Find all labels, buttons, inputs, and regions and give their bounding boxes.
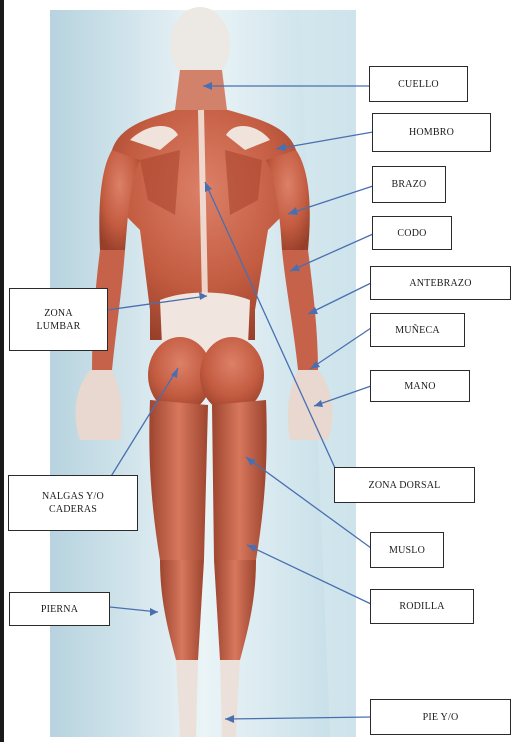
label-antebrazo: ANTEBRAZO bbox=[370, 266, 511, 300]
label-nalgas-caderas: NALGAS Y/O CADERAS bbox=[8, 475, 138, 531]
label-pie: PIE Y/O bbox=[370, 699, 511, 735]
label-muneca: MUÑECA bbox=[370, 313, 465, 347]
label-brazo: BRAZO bbox=[372, 166, 446, 203]
label-zona-dorsal: ZONA DORSAL bbox=[334, 467, 475, 503]
right-thigh bbox=[212, 400, 267, 560]
label-hombro: HOMBRO bbox=[372, 113, 491, 152]
label-codo: CODO bbox=[372, 216, 452, 250]
spine bbox=[201, 110, 205, 300]
label-pierna: PIERNA bbox=[9, 592, 110, 626]
label-cuello: CUELLO bbox=[369, 66, 468, 102]
left-thigh bbox=[149, 400, 208, 560]
label-mano: MANO bbox=[370, 370, 470, 402]
label-muslo: MUSLO bbox=[370, 532, 444, 568]
label-rodilla: RODILLA bbox=[370, 589, 474, 624]
label-zona-lumbar: ZONA LUMBAR bbox=[9, 288, 108, 351]
